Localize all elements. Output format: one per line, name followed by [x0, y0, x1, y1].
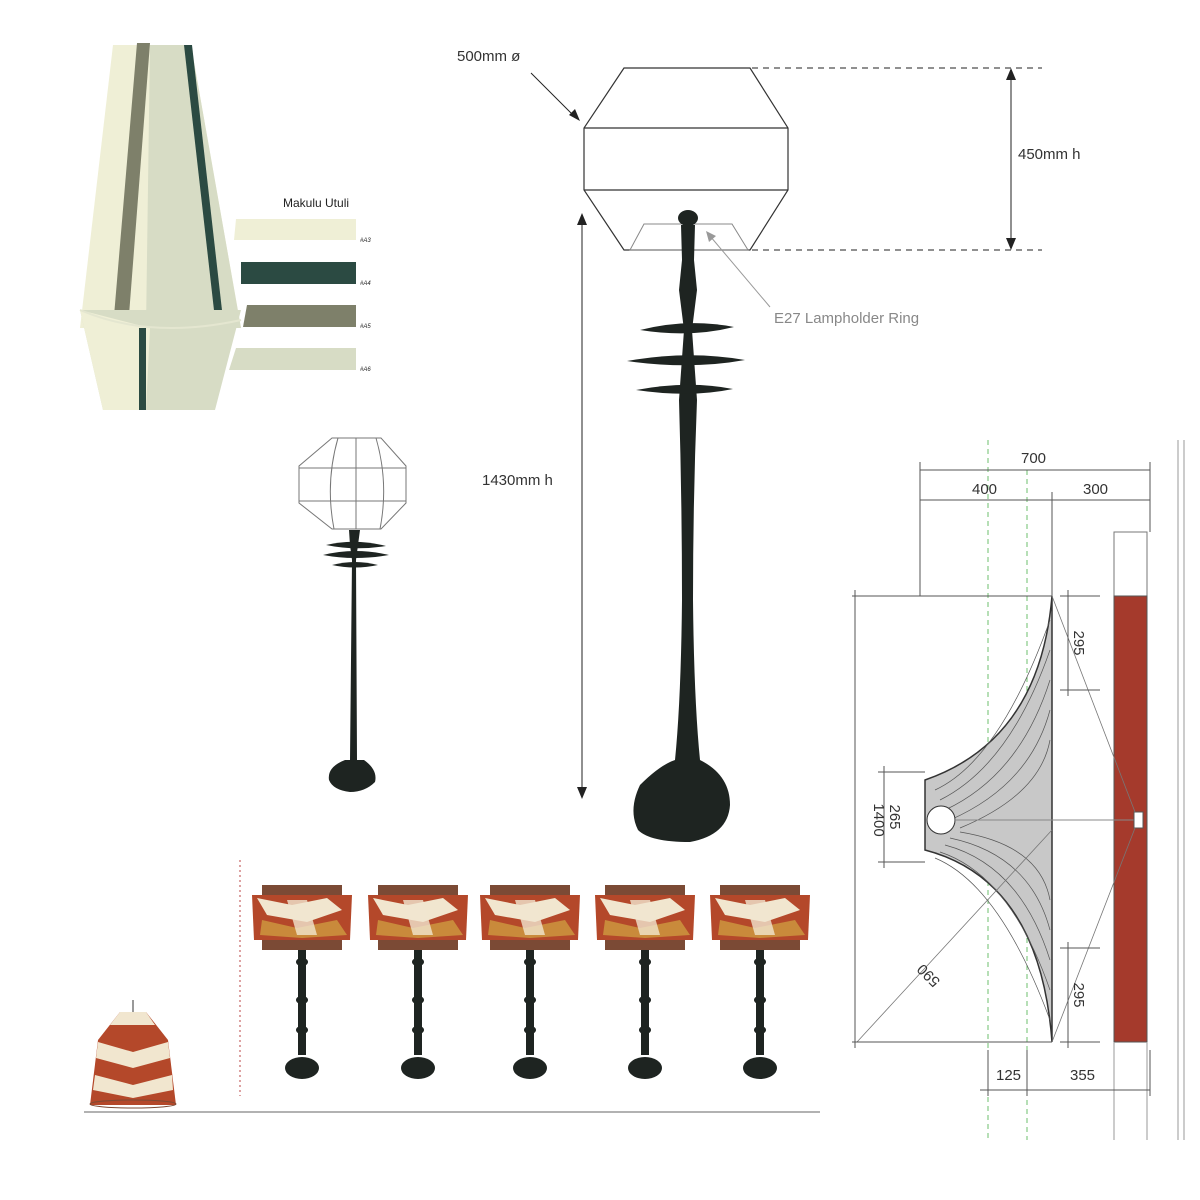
width-total-label: 700: [1021, 450, 1046, 467]
centre-segment-label: 265: [886, 804, 903, 829]
lamp-variant: [710, 885, 810, 1079]
lamp-stem: [627, 210, 745, 842]
floor-lamp-drawing: 500mm ø 450mm h 1430mm h E27 Lampholder …: [457, 48, 1081, 842]
swatch-a6-code: #A6: [360, 367, 371, 373]
base-left-label: 125: [996, 1067, 1021, 1084]
shade-outline: [583, 67, 789, 251]
colour-palette: Makulu Utuli #A3 #A4 #A5 #A6: [229, 196, 371, 373]
shade-diameter-label: 500mm ø: [457, 48, 520, 65]
wall-shade-body: [924, 595, 1053, 1043]
total-height-label: 1430mm h: [482, 472, 553, 489]
concept-shade-illustration: [79, 43, 242, 410]
swatch-a4-code: #A4: [360, 281, 371, 287]
width-right-label: 300: [1083, 481, 1108, 498]
lampholder-label: E27 Lampholder Ring: [774, 310, 919, 327]
pendant-lamp: [89, 1000, 177, 1109]
palette-title: Makulu Utuli: [283, 196, 349, 210]
lamp-variant: [368, 885, 468, 1079]
swatch-a3: [234, 219, 356, 240]
swatch-a5-code: #A5: [360, 324, 371, 330]
bottom-segment-label: 295: [1070, 982, 1087, 1007]
base-right-label: 355: [1070, 1067, 1095, 1084]
lamp-variant: [480, 885, 580, 1079]
swatch-a6: [229, 348, 356, 370]
radius-label: 590: [914, 960, 944, 990]
lampholder-ring: [629, 223, 749, 251]
top-segment-label: 295: [1070, 630, 1087, 655]
height-total-label: 1400: [870, 803, 887, 836]
swatch-a4: [241, 262, 356, 284]
variants-strip: [84, 860, 820, 1113]
swatch-a3-code: #A3: [360, 238, 371, 244]
shade-height-label: 450mm h: [1018, 146, 1081, 163]
lamp-variant: [252, 885, 352, 1079]
swatch-a5: [243, 305, 356, 327]
wall-light-technical-drawing: 700 400 300 1400 295 295 265 590 125 355: [852, 440, 1185, 1140]
width-left-label: 400: [972, 481, 997, 498]
small-lamp-sketch: [298, 437, 407, 792]
lamp-variant: [595, 885, 695, 1079]
